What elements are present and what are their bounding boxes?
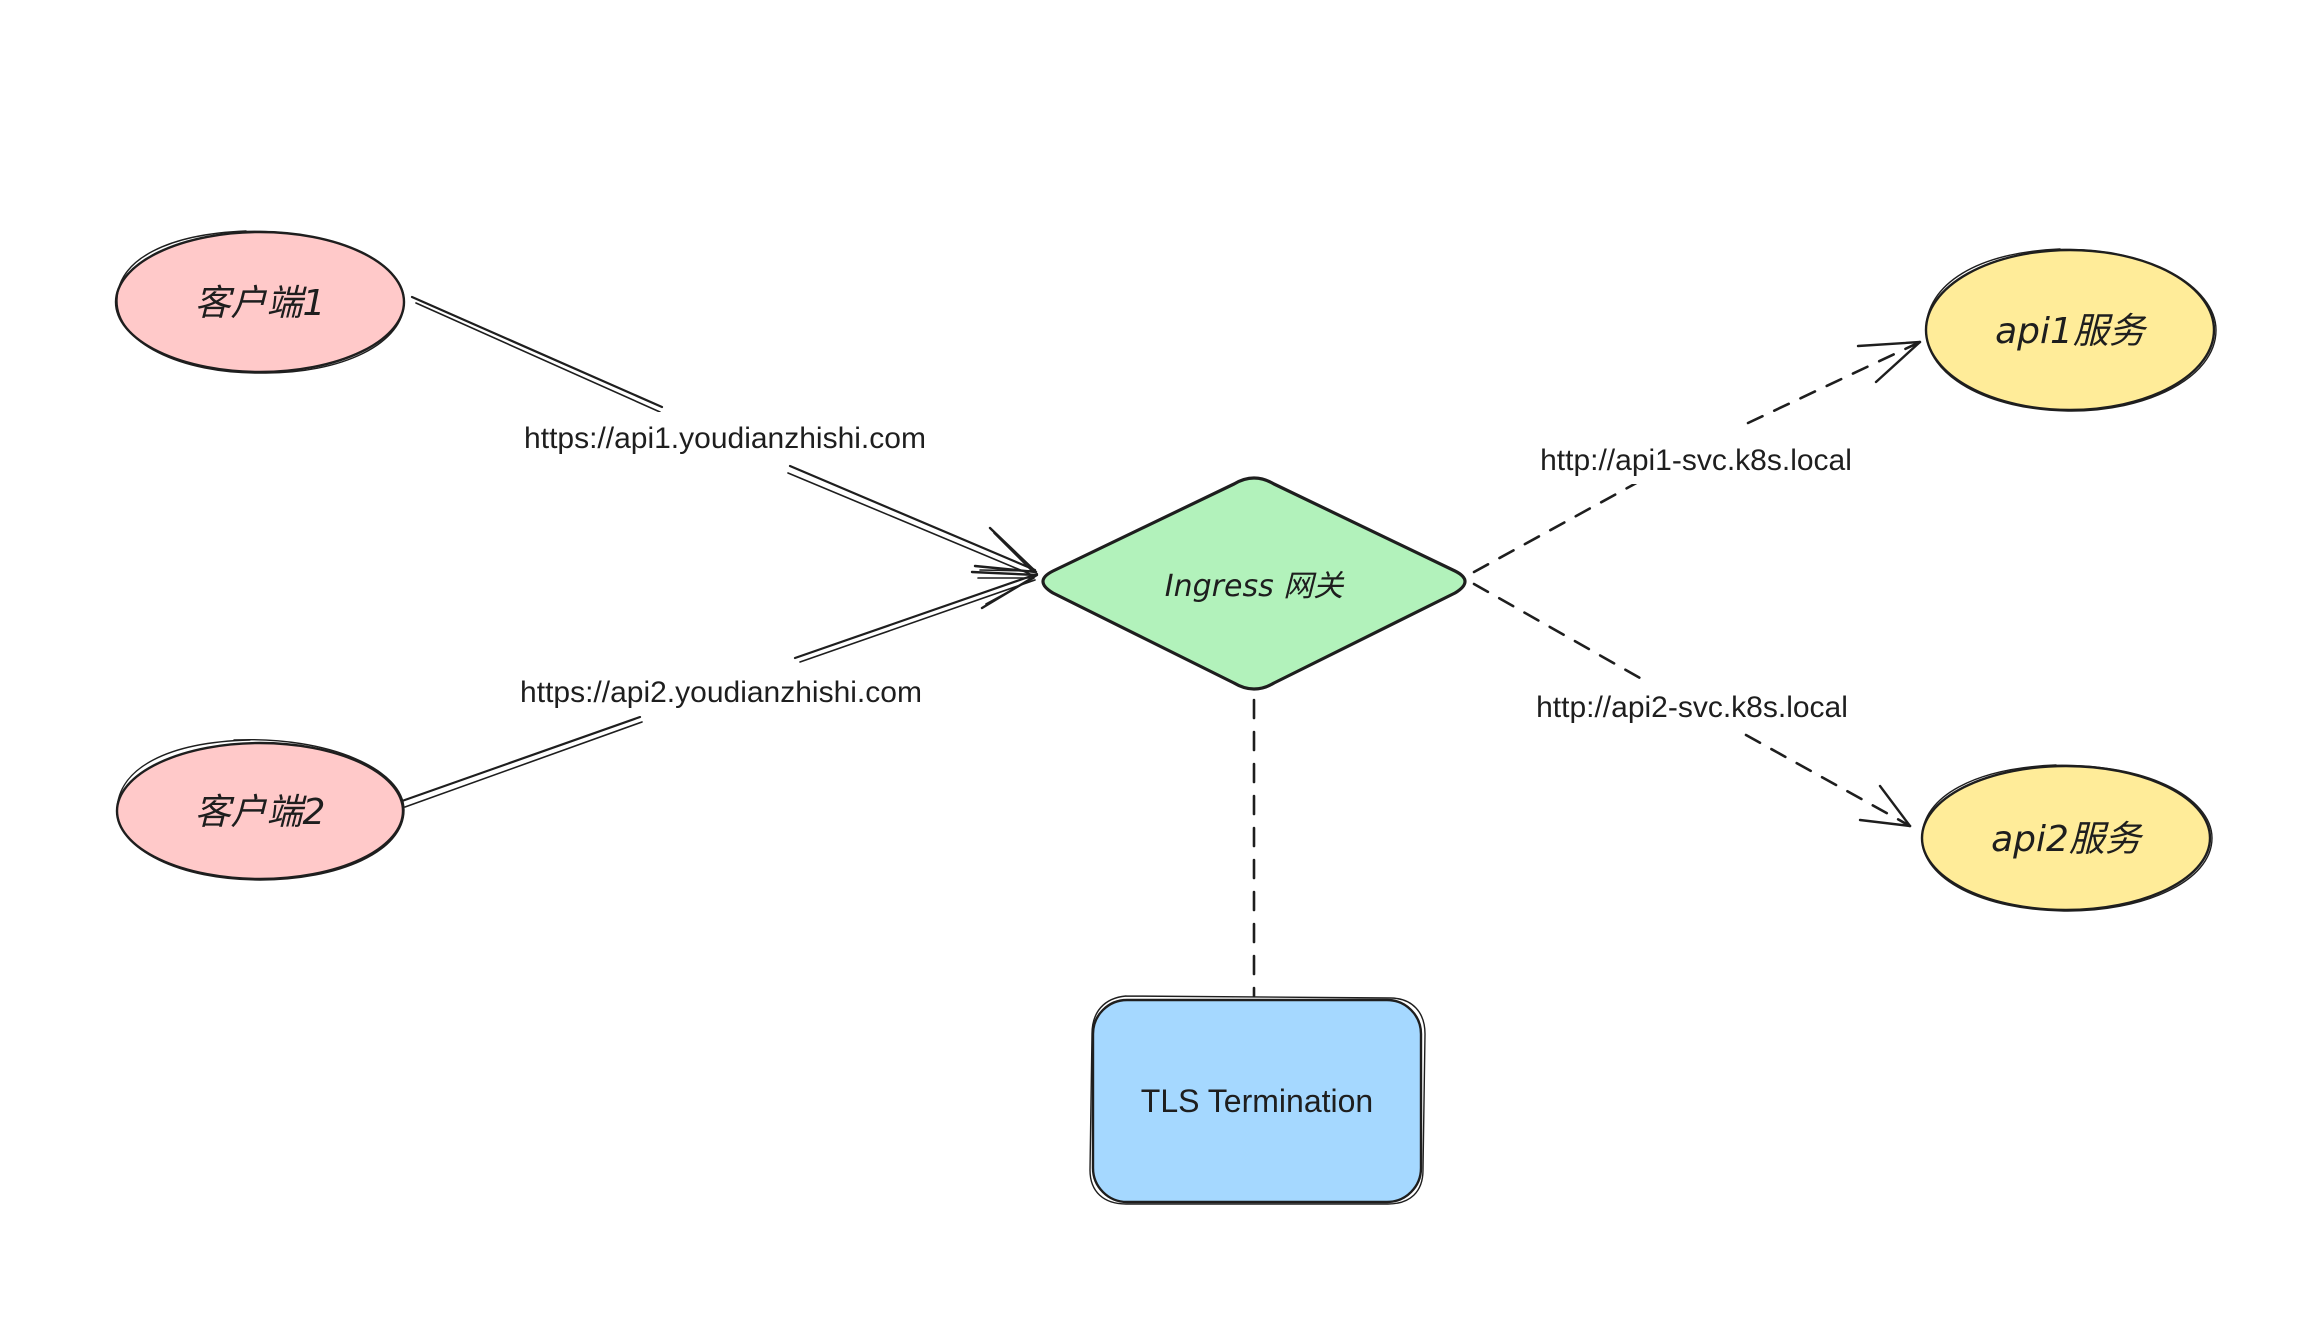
tls-node[interactable]: TLS Termination: [1089, 995, 1426, 1205]
gateway-label: Ingress 网关: [1165, 569, 1345, 604]
api2-node[interactable]: api2服务: [1920, 764, 2213, 912]
edge-label-client2: https://api2.youdianzhishi.com: [520, 676, 922, 709]
edge-gateway-to-api1: [1472, 340, 1922, 574]
edge-label-api1: http://api1-svc.k8s.local: [1540, 444, 1852, 477]
tls-shape: [1091, 998, 1423, 1204]
edge-label-client1: https://api1.youdianzhishi.com: [524, 422, 926, 455]
arrowhead-icon: [1856, 340, 1922, 384]
api1-node[interactable]: api1服务: [1924, 248, 2217, 412]
api2-label: api2服务: [1991, 819, 2144, 860]
gateway-shape: [1041, 476, 1467, 691]
arrowhead-icon: [1858, 784, 1912, 828]
client1-node[interactable]: 客户端1: [114, 230, 406, 374]
gateway-node[interactable]: Ingress 网关: [1041, 476, 1467, 691]
client2-node[interactable]: 客户端2: [115, 738, 405, 881]
tls-label: TLS Termination: [1141, 1083, 1373, 1119]
edge-label-api2: http://api2-svc.k8s.local: [1536, 691, 1848, 724]
edge-gateway-to-api2: [1472, 582, 1912, 828]
arrowhead-icon: [973, 526, 1038, 574]
api1-label: api1服务: [1995, 311, 2148, 352]
edge-label-group: https://api1.youdianzhishi.com https://a…: [498, 412, 1870, 730]
client2-label: 客户端2: [195, 792, 326, 833]
client1-label: 客户端1: [195, 283, 326, 324]
edge-client1-to-gateway: [410, 295, 1038, 575]
edge-client2-to-gateway: [400, 570, 1039, 808]
